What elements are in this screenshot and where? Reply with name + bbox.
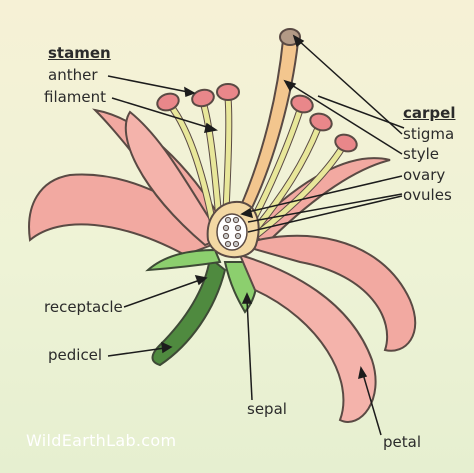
label-sepal: sepal — [247, 400, 287, 418]
label-stigma: stigma — [403, 125, 455, 143]
anther-3 — [216, 83, 240, 101]
pointer-filament — [111, 97, 211, 129]
pointer-ovules-2 — [247, 195, 403, 233]
sepal-left — [145, 248, 222, 272]
anther-4 — [290, 94, 314, 114]
label-receptacle: receptacle — [44, 298, 123, 316]
label-filament: filament — [44, 88, 107, 106]
label-stamen: stamen — [48, 44, 111, 62]
pointer-ovules-1 — [247, 193, 403, 223]
label-carpel: carpel — [403, 104, 456, 122]
pointer-pedicel — [107, 347, 166, 357]
anther-1 — [156, 92, 180, 112]
petal-left-2 — [124, 110, 224, 247]
pointer-sepal — [246, 299, 253, 401]
label-pedicel: pedicel — [48, 346, 103, 364]
site-credit: WildEarthLab.com — [26, 431, 177, 450]
petal-right — [236, 234, 417, 352]
pedicel-stem — [151, 256, 227, 367]
pointer-ovary — [247, 175, 403, 213]
pointer-carpel-to-style — [317, 95, 405, 129]
label-ovules: ovules — [403, 186, 452, 204]
pointer-petal — [362, 373, 382, 436]
pointer-receptacle — [123, 279, 201, 308]
pointer-stigma-1 — [297, 39, 403, 135]
ovules-dots — [222, 216, 242, 248]
pointer-style-1 — [289, 83, 403, 155]
petal-bottom-right — [238, 253, 377, 423]
anther-6 — [334, 133, 358, 153]
label-petal: petal — [383, 433, 421, 451]
label-style: style — [403, 145, 439, 163]
petal-back-right — [248, 157, 391, 247]
label-ovary: ovary — [403, 166, 446, 184]
anther-5 — [309, 112, 333, 132]
anther-2 — [191, 88, 215, 108]
label-anther: anther — [48, 66, 98, 84]
pointer-anther — [107, 75, 189, 93]
